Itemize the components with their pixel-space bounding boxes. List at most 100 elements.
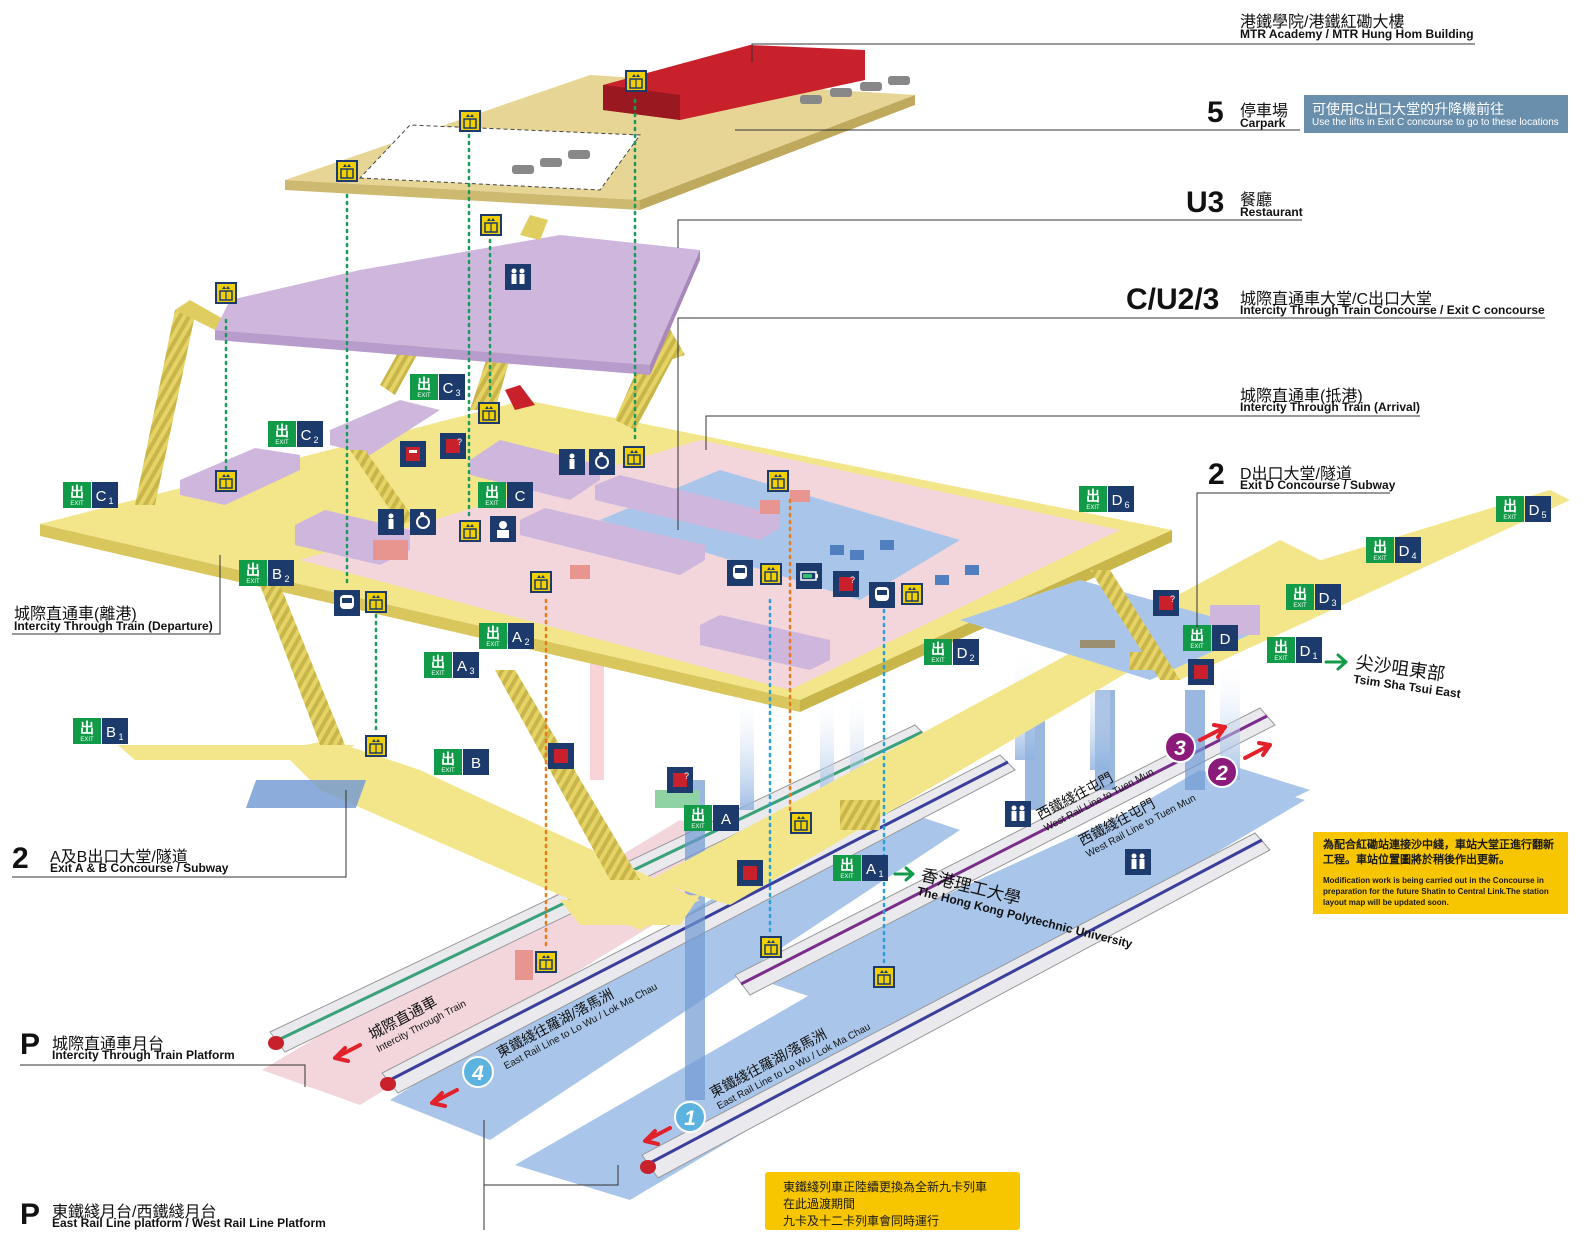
direction-arrow-icon — [1243, 741, 1272, 760]
lift-icon[interactable] — [364, 590, 388, 614]
block — [595, 475, 780, 540]
toilet-icon — [378, 509, 404, 535]
lift-icon[interactable] — [872, 965, 896, 989]
exit-icon — [1286, 584, 1314, 610]
ticket-machine-icon: ? — [440, 433, 466, 459]
level-5-code: 5 — [1207, 96, 1224, 129]
exit-letter: D — [957, 645, 968, 662]
platform-2-badge — [1206, 756, 1238, 788]
concourse-c — [40, 400, 1172, 712]
level-cu23-code: C/U2/3 — [1126, 283, 1220, 316]
exit-letter-box — [1525, 496, 1551, 522]
shaft — [740, 690, 754, 810]
level-u3-zh: 餐廳 — [1240, 192, 1273, 209]
facility-icons: ? ? ? ? — [334, 264, 1214, 886]
exit-number: 1 — [118, 732, 123, 742]
lift-icon[interactable] — [789, 811, 813, 835]
exit-sub: EXIT — [70, 501, 84, 507]
erl-notice-line-3: 九卡及十二卡列車會同時運行 — [783, 1214, 940, 1228]
block — [330, 400, 440, 455]
p-itt-en: Intercity Through Train Platform — [52, 1048, 235, 1062]
exit-word: 出 — [485, 484, 499, 500]
exit-word: 出 — [431, 654, 445, 670]
lift-icon[interactable] — [458, 109, 482, 133]
lift-icon[interactable] — [364, 734, 388, 758]
exit-icon — [479, 623, 507, 649]
exit-word: 出 — [80, 720, 94, 736]
exit-letter-box — [102, 718, 128, 744]
exit-letter: D — [1300, 643, 1311, 660]
lift-icon[interactable] — [759, 935, 783, 959]
exit-word: 出 — [417, 376, 431, 392]
exit-number: 4 — [1411, 551, 1416, 561]
lift-icon[interactable] — [479, 213, 503, 237]
exit-sub: EXIT — [485, 501, 499, 507]
exit-icon — [924, 639, 952, 665]
charging-icon — [796, 563, 822, 589]
exit-letter-box — [439, 374, 465, 400]
exit-letter: A — [721, 811, 731, 828]
exit-ab-level-zh: A及B出口大堂/隧道 — [50, 849, 188, 866]
exit-letter-box — [508, 623, 534, 649]
direction-arrow-icon — [1198, 723, 1227, 742]
exit-letter: A — [512, 629, 522, 646]
lift-icon[interactable] — [766, 469, 790, 493]
level-top-zh: 港鐵學院/港鐵紅磡大樓 — [1240, 14, 1405, 31]
exit-sub: EXIT — [441, 768, 455, 774]
lift-icon[interactable] — [214, 469, 238, 493]
exit-letter: D — [1220, 631, 1231, 648]
exit-sub: EXIT — [931, 658, 945, 664]
exit-number: 3 — [1331, 598, 1336, 608]
exit-ab-level-en: Exit A & B Concourse / Subway — [50, 861, 229, 875]
departure-zh: 城際直通車(離港) — [14, 606, 137, 623]
lift-icon[interactable] — [458, 519, 482, 543]
level-u3-en: Restaurant — [1240, 205, 1303, 219]
lift-icon[interactable] — [759, 562, 783, 586]
lift-icon[interactable] — [900, 582, 924, 606]
lift-icon[interactable] — [624, 69, 648, 93]
erl-notice-line-2: 在此過渡期間 — [783, 1197, 856, 1211]
train-icon — [727, 560, 753, 586]
toilet-icon — [505, 264, 531, 290]
exit-number: 2 — [524, 637, 529, 647]
direction-arrow-icon — [333, 1043, 362, 1063]
lift-paths — [224, 98, 886, 967]
exit-icon — [73, 718, 101, 744]
lift-icon[interactable] — [214, 281, 238, 305]
lift-icon[interactable] — [335, 159, 359, 183]
ticket-machine-icon: ? — [667, 767, 693, 793]
modification-notice-en: Modification work is being carried out i… — [1323, 876, 1549, 907]
lift-icon[interactable] — [477, 401, 501, 425]
lift-icon[interactable] — [529, 570, 553, 594]
shaft — [1220, 660, 1240, 780]
lift-icon[interactable] — [534, 950, 558, 974]
exit-sub: EXIT — [1274, 656, 1288, 662]
svg-text:?: ? — [850, 575, 855, 585]
ticket-machine-icon — [737, 860, 763, 886]
exit-letter: D — [1319, 590, 1330, 607]
shaft — [590, 660, 604, 780]
exit-letter-box — [1296, 637, 1322, 663]
exit-sub: EXIT — [486, 642, 500, 648]
platform-level — [262, 650, 1310, 1200]
lift-icon[interactable] — [622, 445, 646, 469]
exit-sub: EXIT — [80, 737, 94, 743]
